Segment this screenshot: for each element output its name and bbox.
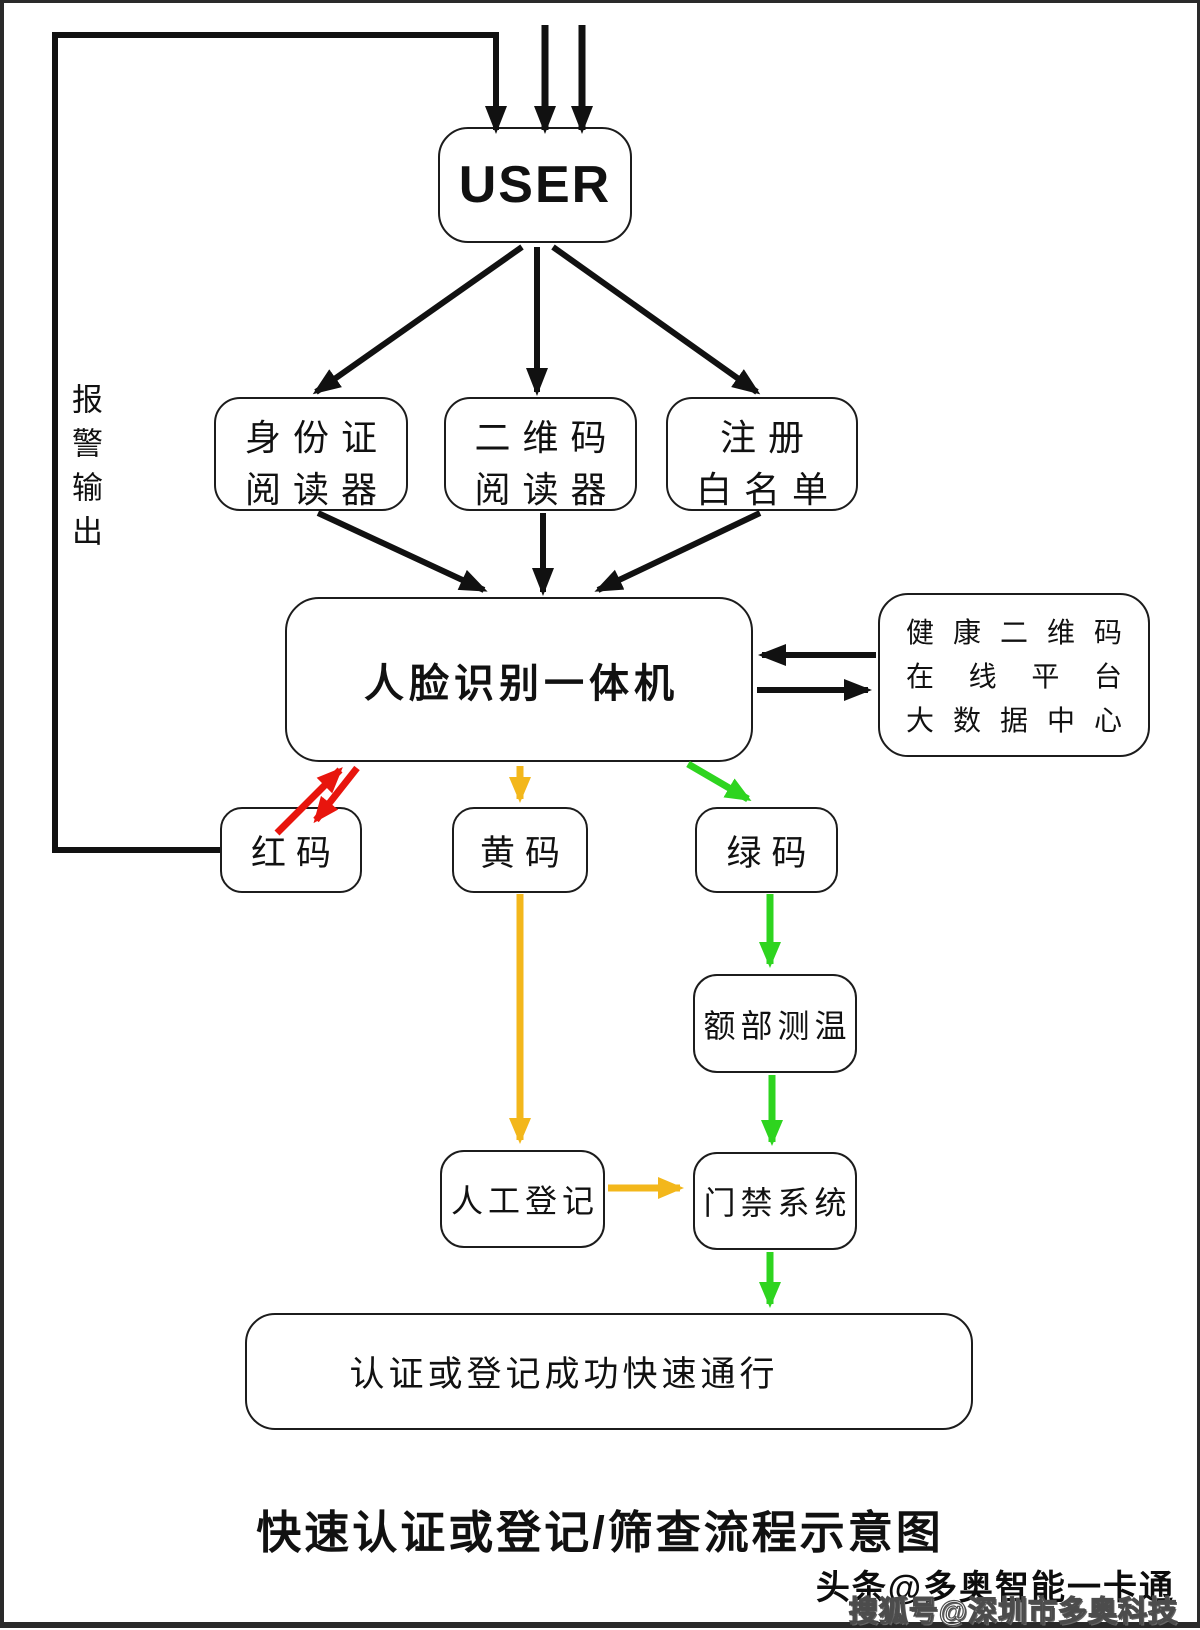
node-id-card-reader-line1: 身份证 (244, 417, 389, 458)
node-registered-whitelist: 注册 白名单 (666, 397, 858, 511)
node-manual-registration: 人工登记 (440, 1150, 605, 1248)
arrow-face-to-green-code (686, 760, 752, 803)
node-access-control-system-label: 门禁系统 (703, 1185, 852, 1221)
node-user: USER (438, 127, 632, 243)
alarm-output-label: 报警输出 (67, 383, 102, 559)
node-health-qr-platform-line2: 在线平台 (906, 661, 1122, 692)
node-registered-whitelist-line1: 注册 (719, 417, 816, 458)
node-pass-success: 认证或登记成功快速通行 (245, 1313, 973, 1430)
node-user-label: USER (458, 156, 612, 214)
node-red-code: 红码 (220, 807, 362, 893)
node-yellow-code-label: 黄码 (479, 833, 570, 873)
node-qr-code-reader-line1: 二维码 (474, 417, 619, 458)
node-face-recognition-terminal: 人脸识别一体机 (285, 597, 753, 762)
node-green-code: 绿码 (695, 807, 838, 893)
diagram-title: 快速认证或登记/筛查流程示意图 (256, 1507, 944, 1558)
node-pass-success-label: 认证或登记成功快速通行 (349, 1355, 779, 1394)
node-yellow-code: 黄码 (452, 807, 588, 893)
node-forehead-temperature: 额部测温 (693, 974, 857, 1073)
node-registered-whitelist-line2: 白名单 (695, 469, 840, 510)
node-forehead-temperature-label: 额部测温 (703, 1007, 852, 1044)
node-health-qr-platform-line3: 大数据中心 (906, 705, 1122, 736)
node-green-code-label: 绿码 (726, 833, 817, 873)
node-red-code-label: 红码 (250, 833, 341, 873)
node-manual-registration-label: 人工登记 (450, 1183, 599, 1219)
node-id-card-reader-line2: 阅读器 (244, 469, 389, 510)
node-qr-code-reader: 二维码 阅读器 (444, 397, 637, 511)
arrow-whitelist-to-face (594, 510, 762, 593)
node-qr-code-reader-line2: 阅读器 (474, 469, 619, 510)
node-id-card-reader: 身份证 阅读器 (214, 397, 408, 511)
arrow-user-to-whitelist (551, 244, 761, 395)
node-face-recognition-terminal-label: 人脸识别一体机 (364, 661, 679, 706)
watermark-toutiao: 头条@多奥智能一卡通 (815, 1569, 1175, 1607)
node-access-control-system: 门禁系统 (693, 1152, 857, 1250)
watermark-sohu: 搜狐号@深圳市多奥科技 (848, 1595, 1178, 1628)
arrow-id-reader-to-face (316, 510, 488, 593)
arrow-user-to-id-reader (312, 244, 524, 395)
node-health-qr-platform: 健康二维码 在线平台 大数据中心 (878, 593, 1150, 757)
node-health-qr-platform-line1: 健康二维码 (906, 617, 1122, 648)
